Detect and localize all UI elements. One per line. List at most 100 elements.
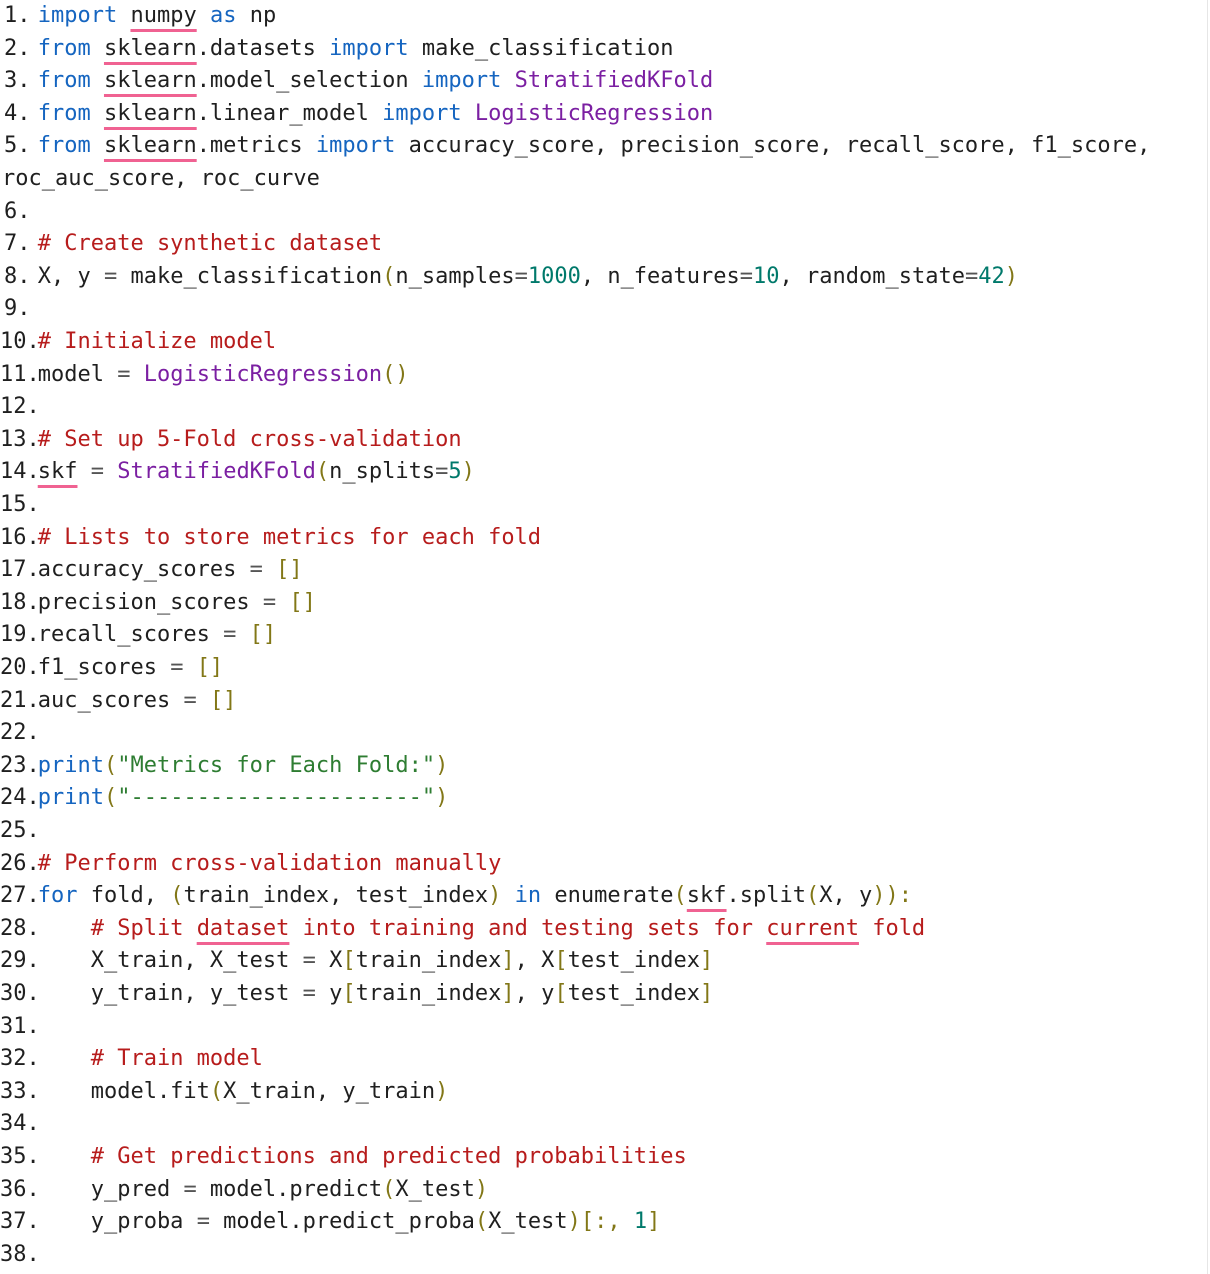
line-number: 23. (0, 752, 40, 778)
code-line: 12. (0, 391, 40, 424)
spell-flagged-token: dataset (196, 915, 290, 941)
code-token: accuracy_scores (37, 557, 250, 583)
code-token: model.fit (37, 1078, 210, 1104)
code-token: = (183, 1176, 197, 1202)
code-text: # Create synthetic dataset (38, 231, 382, 256)
code-token: = (249, 557, 263, 583)
line-number: 2. (3, 35, 31, 61)
code-line: 25. (0, 815, 40, 848)
code-token: X_test (488, 1209, 568, 1235)
code-token: = (302, 948, 316, 974)
code-token: X, y (819, 883, 873, 909)
line-number: 31. (0, 1013, 40, 1039)
code-token (501, 68, 514, 93)
code-token: = (183, 687, 197, 713)
code-token: [] (196, 655, 224, 680)
line-number: 29. (0, 948, 40, 974)
code-line: 22. (0, 717, 40, 750)
code-line: 19.recall_scores = [] (0, 619, 276, 652)
code-line: 1.import numpy as np (0, 0, 276, 33)
code-token: test_index (567, 981, 701, 1006)
code-token: ] (700, 948, 714, 974)
spell-flagged-token: skf (37, 459, 78, 485)
code-line: 30. y_train, y_test = y[train_index], y[… (0, 978, 713, 1011)
code-token: X, y (37, 263, 104, 289)
code-text: # Lists to store metrics for each fold (38, 525, 541, 550)
code-line: 29. X_train, X_test = X[train_index], X[… (0, 945, 713, 978)
code-token: ) (1004, 263, 1018, 289)
code-line: 18.precision_scores = [] (0, 587, 316, 620)
code-token: [ (554, 981, 568, 1006)
code-token (501, 883, 514, 908)
line-number: 11. (0, 361, 40, 387)
code-text: skf = StratifiedKFold(n_splits=5) (38, 459, 475, 484)
line-number: 36. (0, 1176, 40, 1202)
code-token: fold, (77, 883, 171, 909)
code-token: 10 (753, 263, 780, 289)
code-text: from sklearn.metrics import accuracy_sco… (38, 133, 1151, 158)
code-token: X_test (395, 1176, 475, 1202)
code-token: ) (435, 752, 449, 778)
code-line: 27.for fold, (train_index, test_index) i… (0, 880, 912, 913)
code-token: y_proba (37, 1209, 197, 1235)
code-token: ( (170, 883, 184, 909)
spell-flagged-token: sklearn (103, 100, 197, 126)
code-token (104, 459, 117, 484)
code-token: "----------------------" (117, 785, 436, 811)
code-token: from (37, 35, 91, 61)
line-number: 14. (0, 459, 40, 485)
code-token: [] (276, 557, 303, 583)
code-token: [ (342, 948, 356, 974)
code-line: 16.# Lists to store metrics for each fol… (0, 522, 541, 555)
code-token (462, 101, 475, 126)
code-line: 33. model.fit(X_train, y_train) (0, 1076, 448, 1109)
code-token: print (37, 785, 104, 811)
code-line: 17.accuracy_scores = [] (0, 554, 303, 587)
code-token: 1000 (527, 263, 581, 289)
code-token: = (196, 1209, 210, 1235)
code-line: 24.print("----------------------") (0, 782, 448, 815)
code-token: from (37, 68, 91, 94)
code-token: = (739, 263, 754, 289)
line-number: 25. (0, 818, 40, 843)
code-text: y_pred = model.predict(X_test) (38, 1177, 488, 1202)
code-line: 21.auc_scores = [] (0, 685, 236, 718)
code-text: for fold, (train_index, test_index) in e… (38, 883, 912, 908)
code-token: LogisticRegression (474, 100, 714, 126)
line-number: 8. (3, 263, 31, 289)
code-text: model = LogisticRegression() (38, 362, 409, 387)
line-number: 24. (0, 785, 40, 811)
line-number: 19. (0, 622, 40, 648)
code-token: = (262, 589, 277, 615)
code-token: ) (461, 459, 475, 485)
code-token (236, 622, 249, 647)
code-token: # Perform cross-validation manually (37, 850, 502, 876)
code-token (38, 1144, 91, 1169)
code-token (91, 133, 104, 158)
code-line: 7.# Create synthetic dataset (0, 228, 382, 261)
line-number: 1. (3, 3, 31, 28)
line-number: 3. (3, 68, 31, 94)
code-token: for (37, 883, 78, 909)
code-text: # Get predictions and predicted probabil… (38, 1144, 687, 1169)
code-line: 34. (0, 1108, 40, 1141)
code-token: model (37, 361, 118, 387)
spell-flagged-token: current (766, 915, 859, 941)
code-token: X (315, 948, 343, 974)
code-line: 15. (0, 489, 40, 522)
line-number: 37. (0, 1209, 40, 1235)
line-number: 28. (0, 915, 40, 941)
line-number: 12. (0, 394, 40, 420)
code-line: 6. (0, 196, 38, 229)
code-line: 5.from sklearn.metrics import accuracy_s… (0, 130, 1150, 163)
code-token: ( (806, 883, 820, 909)
code-token: = (964, 263, 979, 289)
code-token: , random_state (779, 263, 965, 289)
code-token: )): (872, 883, 913, 909)
line-number: 13. (0, 426, 40, 452)
line-number: 10. (0, 329, 40, 354)
code-token: ] (501, 981, 515, 1006)
code-token (130, 362, 143, 387)
code-token: .metrics (196, 133, 316, 159)
